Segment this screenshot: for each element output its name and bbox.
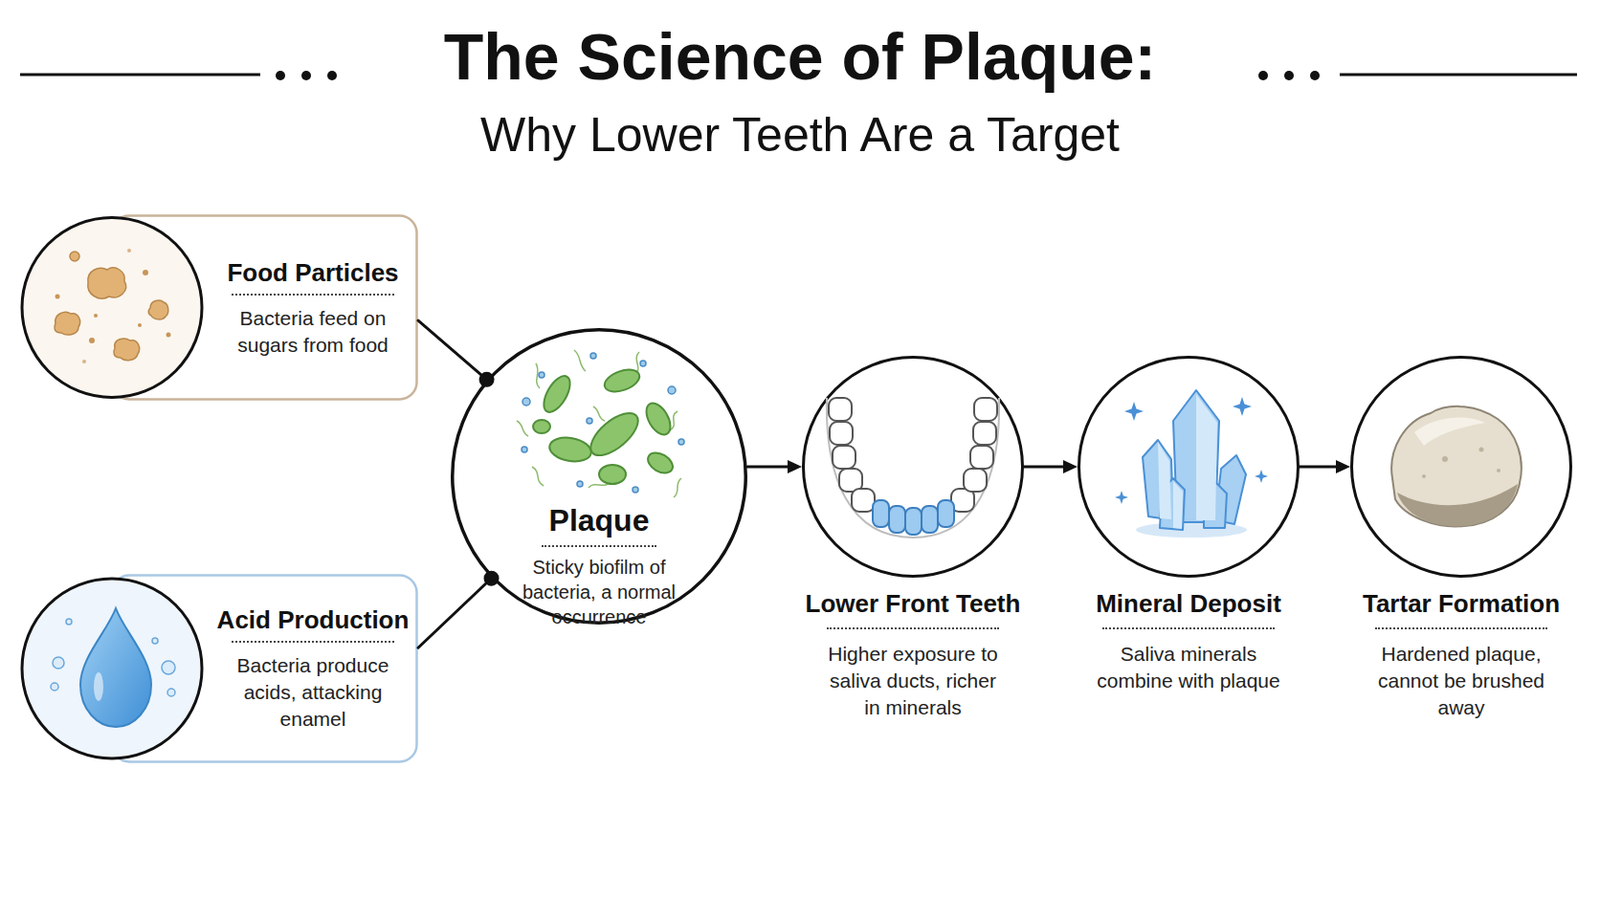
circle-outline [452, 330, 747, 624]
box-body: Bacteria feed on sugars from food [224, 305, 402, 359]
rule-line [1339, 73, 1578, 77]
box-heading: Food Particles [226, 257, 399, 289]
stage-heading: Lower Front Teeth [805, 589, 1022, 619]
connector [1299, 460, 1351, 474]
stage-circle: Lower Front TeethHigher exposure to sali… [801, 355, 1024, 578]
icon-circle [22, 578, 202, 759]
node-outline [1077, 355, 1300, 578]
input-box: Food ParticlesBacteria feed on sugars fr… [20, 214, 419, 401]
text-column: Acid ProductionBacteria produce acids, a… [207, 574, 419, 764]
stage-body: Saliva minerals combine with plaque [1092, 641, 1285, 695]
stage-body: Higher exposure to saliva ducts, richer … [823, 641, 1002, 722]
ellipsis-dot [1284, 70, 1294, 81]
caption-column: Tartar FormationHardened plaque, cannot … [1336, 589, 1586, 722]
circle-body: Sticky biofilm of bacteria, a normal occ… [512, 555, 686, 630]
central-circle: PlaqueSticky biofilm of bacteria, a norm… [450, 328, 748, 625]
stage-circle: Mineral DepositSaliva minerals combine w… [1077, 355, 1300, 578]
node-outline [1350, 355, 1573, 578]
circle-outline [803, 357, 1023, 578]
arrow-head [787, 460, 802, 474]
stage-body: Hardened plaque, cannot be brushed away [1370, 641, 1553, 722]
box-heading: Acid Production [217, 604, 410, 636]
rule-line [20, 73, 261, 77]
dotted-separator [231, 293, 395, 296]
caption-column: Mineral DepositSaliva minerals combine w… [1064, 589, 1313, 695]
connector [1023, 460, 1078, 474]
arrow-head [1335, 460, 1351, 474]
dotted-separator [1375, 627, 1548, 630]
stage-heading: Mineral Deposit [1095, 589, 1282, 619]
connector-line [1299, 466, 1339, 469]
input-box: Acid ProductionBacteria produce acids, a… [20, 574, 419, 764]
dotted-separator [541, 545, 657, 548]
diagram-title: The Science of Plaque: [0, 19, 1600, 94]
node-outline [801, 355, 1024, 578]
connector-line [418, 320, 488, 380]
connector [418, 571, 500, 649]
ellipsis-dot [327, 70, 337, 81]
circle-outline [1352, 357, 1572, 578]
dotted-separator [231, 641, 395, 644]
ellipsis-dot [1258, 70, 1268, 81]
subtitle: Why Lower Teeth Are a Target [0, 106, 1600, 164]
node-outline [450, 328, 748, 625]
connector [747, 460, 802, 474]
ellipsis-dot [301, 70, 312, 81]
connector [418, 320, 495, 388]
text-column: Food ParticlesBacteria feed on sugars fr… [207, 214, 419, 401]
ellipsis-dot [275, 70, 286, 81]
caption-column: Lower Front TeethHigher exposure to sali… [788, 589, 1038, 722]
text-column: PlaqueSticky biofilm of bacteria, a norm… [450, 503, 748, 630]
circle-outline [1079, 357, 1299, 578]
stage-circle: Tartar FormationHardened plaque, cannot … [1350, 355, 1573, 578]
connector-line [747, 466, 791, 469]
box-body: Bacteria produce acids, attacking enamel [224, 652, 402, 734]
stage-heading: Tartar Formation [1362, 589, 1560, 619]
connector-line [418, 578, 492, 649]
connector-line [1023, 466, 1067, 469]
circle-heading: Plaque [549, 503, 650, 538]
arrow-head [1063, 460, 1078, 474]
ellipsis-dot [1310, 70, 1320, 81]
dotted-separator [1102, 627, 1275, 630]
dotted-separator [826, 627, 1000, 630]
icon-circle [22, 218, 202, 399]
